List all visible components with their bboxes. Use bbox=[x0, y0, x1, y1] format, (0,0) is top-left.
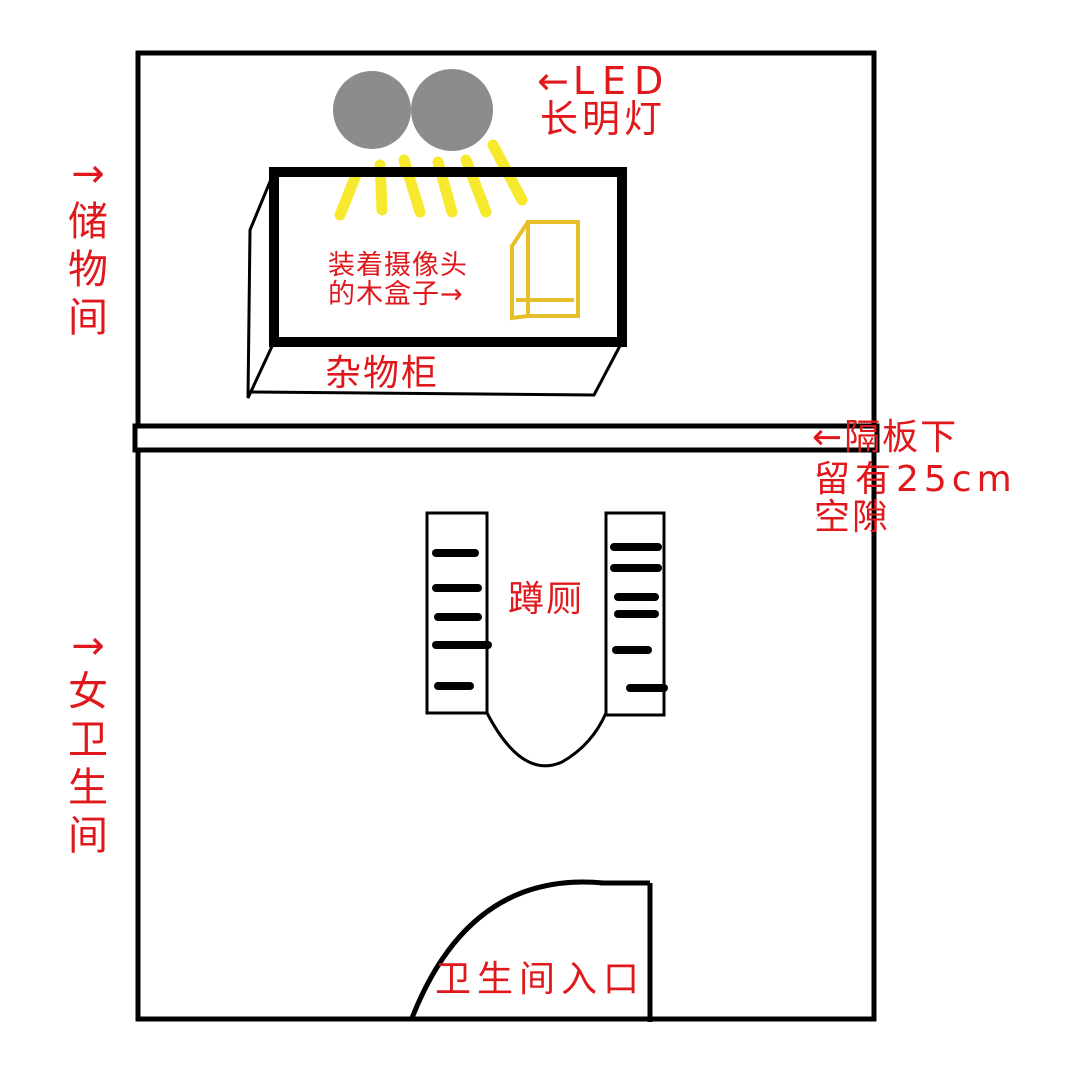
camera-box-label-line2: 的木盒子→ bbox=[328, 279, 464, 310]
door-swing-arc bbox=[409, 879, 605, 1019]
led-label: ←LED bbox=[537, 62, 671, 100]
camera-box-front bbox=[526, 220, 580, 318]
light-beams bbox=[334, 139, 528, 221]
toilet-bowl bbox=[485, 513, 608, 768]
led-lamp-left bbox=[333, 71, 411, 149]
led-text: LED bbox=[572, 59, 672, 103]
partition-label-line3: 空隙 bbox=[814, 497, 891, 538]
partition-text: 隔板下 bbox=[844, 417, 959, 458]
cabinet-front bbox=[269, 167, 627, 347]
cabinet-label: 杂物柜 bbox=[325, 353, 440, 394]
camera-box bbox=[510, 220, 580, 321]
entrance-label: 卫生间入口 bbox=[435, 959, 646, 1000]
restroom-arrow: → bbox=[71, 623, 105, 669]
toilet-grips bbox=[432, 543, 668, 692]
cabinet-bottom bbox=[247, 341, 624, 397]
partition-board bbox=[132, 423, 880, 453]
always-on-light-label: 长明灯 bbox=[540, 97, 667, 141]
cabinet bbox=[246, 167, 627, 399]
camera-box-side bbox=[510, 220, 530, 321]
entrance-door bbox=[409, 879, 653, 1022]
squat-toilet bbox=[425, 511, 666, 768]
storage-room-label: 储物间 bbox=[68, 199, 108, 341]
cabinet-left-side bbox=[246, 171, 276, 399]
womens-restroom-label: 女卫生间 bbox=[68, 669, 108, 859]
partition-label-line1: ←隔板下 bbox=[812, 420, 958, 456]
light-beam bbox=[334, 169, 362, 221]
squat-toilet-label: 蹲厕 bbox=[508, 579, 585, 620]
led-arrow: ← bbox=[537, 59, 573, 103]
camera-box-label-line1: 装着摄像头 bbox=[328, 250, 468, 281]
partition-label-line2: 留有25cm bbox=[814, 459, 1017, 500]
storage-arrow: → bbox=[71, 151, 105, 197]
led-lamp-right bbox=[411, 69, 493, 151]
partition-arrow: ← bbox=[812, 417, 845, 458]
room-outline bbox=[135, 50, 877, 1022]
led-lamps bbox=[333, 69, 493, 151]
